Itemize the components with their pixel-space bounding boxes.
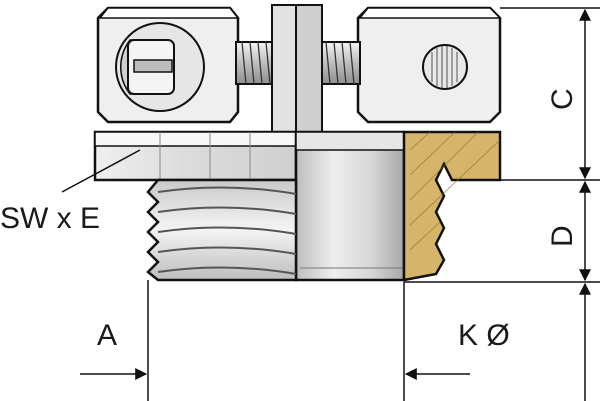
label-sw-x-e: SW x E xyxy=(0,202,100,235)
clamp-center-post xyxy=(271,4,323,134)
label-dim-c: C xyxy=(546,88,579,110)
clamp-block xyxy=(96,4,502,134)
sw-leader xyxy=(61,149,141,193)
brass-hatching xyxy=(409,131,501,251)
hex-nut xyxy=(93,130,298,182)
screw-nut-right xyxy=(422,44,468,90)
label-dim-a: A xyxy=(97,319,117,352)
gland-body xyxy=(294,130,406,282)
brass-section xyxy=(402,130,502,282)
label-dim-d: D xyxy=(546,225,579,247)
screw-head-left xyxy=(115,22,205,112)
dimension-lines xyxy=(61,7,600,401)
label-dim-k: K Ø xyxy=(458,319,510,352)
thread-section xyxy=(146,178,298,282)
